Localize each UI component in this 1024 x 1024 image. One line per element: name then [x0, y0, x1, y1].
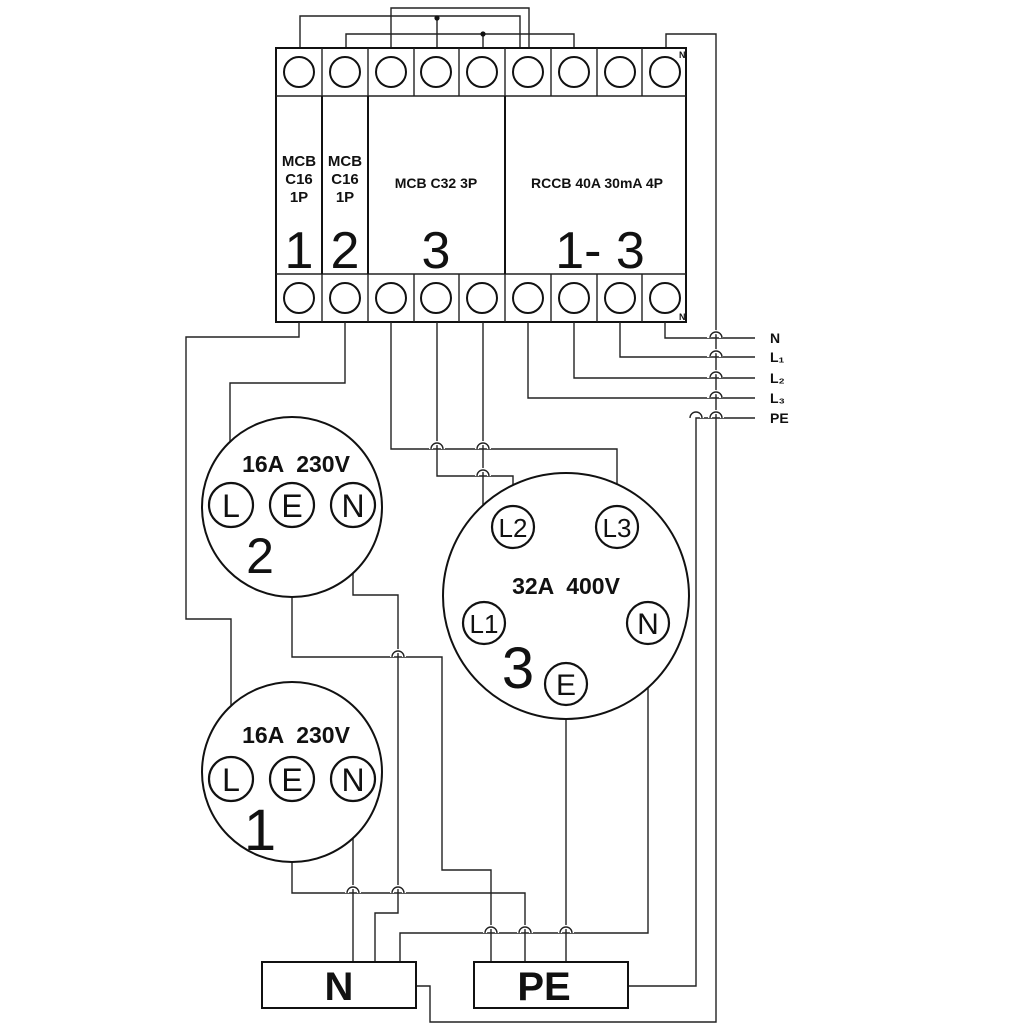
mcb1-label-line2: C16: [285, 171, 313, 188]
feed-label-l2: L₂: [770, 370, 785, 386]
socket-3-rating: 32A 400V: [512, 573, 620, 599]
mcb1-label-line1: MCB: [282, 153, 316, 170]
pe-busbar-label: PE: [517, 965, 570, 1009]
socket-3-pin-e: E: [556, 669, 576, 702]
rccb-number: 1- 3: [555, 222, 645, 280]
socket-2-pin-l: L: [222, 488, 240, 524]
socket-2-pin-e: E: [281, 488, 302, 524]
rccb-n-mark-top: N: [679, 50, 686, 60]
socket-3: 32A 400V L2 L3 L1 N E 3: [442, 472, 690, 720]
mcb2-number: 2: [331, 222, 360, 280]
rccb-label: RCCB 40A 30mA 4P: [531, 175, 663, 191]
mcb3-label: MCB C32 3P: [395, 175, 477, 191]
socket-3-pin-l2: L2: [499, 513, 528, 543]
socket-2-pin-n: N: [341, 488, 364, 524]
socket-2-rating: 16A 230V: [242, 451, 350, 477]
socket-3-pin-n: N: [637, 608, 659, 641]
supply-feed-labels: N L₁ L₂ L₃ PE: [770, 330, 789, 426]
top-terminal-row: [283, 56, 681, 88]
breaker-module-block: [275, 47, 687, 323]
n-busbar: N: [261, 961, 417, 1009]
pe-busbar: PE: [473, 961, 629, 1009]
socket-3-number: 3: [502, 636, 534, 701]
bottom-terminal-row: [283, 282, 681, 314]
mcb2-label: MCB C16 1P: [328, 153, 362, 206]
socket-1-pin-l: L: [222, 762, 240, 798]
feed-label-l1: L₁: [770, 349, 785, 365]
socket-1-pin-e: E: [281, 762, 302, 798]
socket-1-pin-n: N: [341, 762, 364, 798]
mcb2-label-line3: 1P: [336, 189, 354, 206]
mcb2-label-line1: MCB: [328, 153, 362, 170]
socket-1: 16A 230V L E N 1: [201, 681, 383, 863]
socket-2-number: 2: [246, 528, 274, 584]
mcb1-label-line3: 1P: [290, 189, 308, 206]
mcb3-number: 3: [422, 222, 451, 280]
socket-2: 16A 230V L E N 2: [201, 416, 383, 598]
socket-3-pin-l3: L3: [603, 513, 632, 543]
socket-3-pin-l1: L1: [470, 609, 499, 639]
mcb1-label: MCB C16 1P: [282, 153, 316, 206]
mcb2-label-line2: C16: [331, 171, 359, 188]
n-busbar-label: N: [325, 965, 354, 1009]
feed-label-n: N: [770, 330, 780, 346]
feed-label-pe: PE: [770, 410, 789, 426]
socket-1-rating: 16A 230V: [242, 722, 350, 748]
feed-label-l3: L₃: [770, 390, 785, 406]
circuit-wiring: [185, 322, 755, 987]
mcb1-number: 1: [285, 222, 314, 280]
top-bridge-wiring: [299, 7, 717, 1023]
socket-1-number: 1: [244, 798, 276, 863]
rccb-n-mark-bottom: N: [679, 312, 686, 322]
